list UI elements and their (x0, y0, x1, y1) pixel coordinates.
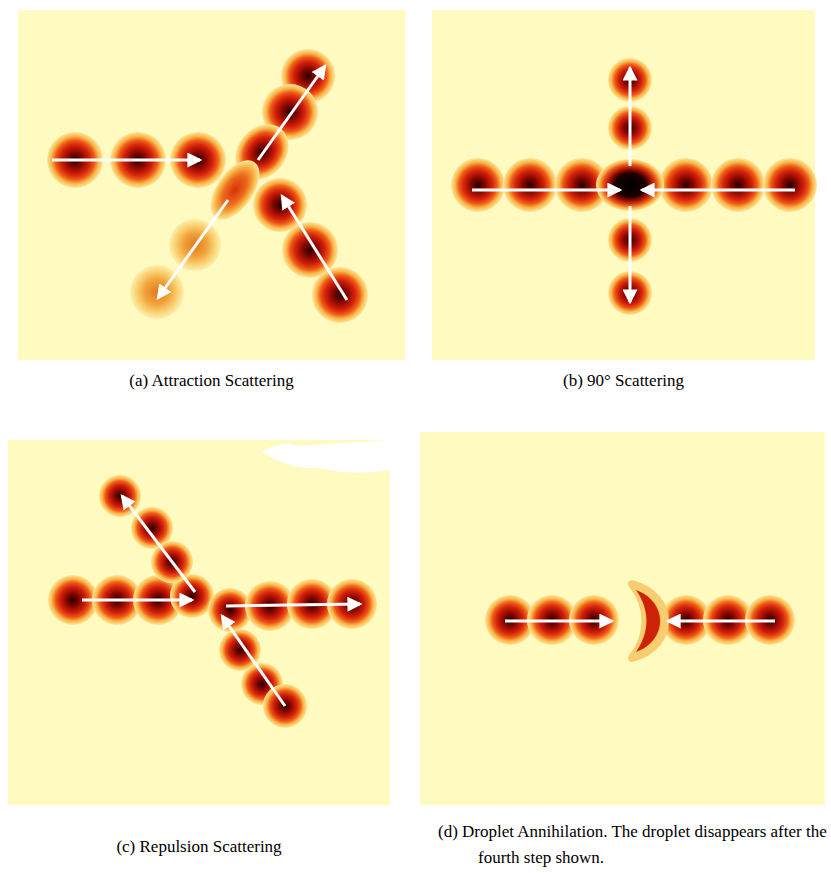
trajectory-arrow (158, 200, 228, 298)
blank-patch (262, 440, 390, 473)
droplet (503, 158, 557, 212)
droplet (659, 158, 713, 212)
droplet (201, 152, 269, 228)
subfigure-caption: (b) 90° Scattering (432, 368, 815, 394)
trajectory-arrow (52, 159, 200, 162)
trajectory-arrow (258, 66, 325, 160)
droplet (763, 158, 817, 212)
simulation-panel (420, 432, 825, 805)
droplet (711, 158, 765, 212)
subfigure-caption: (c) Repulsion Scattering (8, 834, 390, 860)
simulation-panel (432, 10, 815, 360)
trajectory-arrow (82, 599, 192, 602)
trajectory-arrow (122, 496, 195, 592)
droplet (596, 159, 664, 211)
droplet (451, 158, 505, 212)
trajectory-arrow (226, 604, 360, 606)
trajectory-arrow (222, 616, 285, 706)
merged-droplet (632, 584, 665, 658)
trajectory-arrow (472, 189, 620, 192)
trajectory-arrow (282, 196, 347, 300)
merged-droplet-core (636, 590, 660, 652)
trajectory-arrow (629, 206, 632, 302)
panel-grounds (8, 10, 825, 805)
simulation-panel (8, 440, 390, 805)
subfigure-caption: (a) Attraction Scattering (18, 368, 405, 394)
simulation-panel (18, 10, 405, 360)
trajectory-arrow (642, 189, 795, 192)
trajectory-arrow (668, 620, 775, 623)
trajectory-arrow (629, 68, 632, 166)
subfigure-caption: (d) Droplet Annihilation. The droplet di… (438, 819, 828, 871)
trajectory-arrow (505, 620, 612, 623)
